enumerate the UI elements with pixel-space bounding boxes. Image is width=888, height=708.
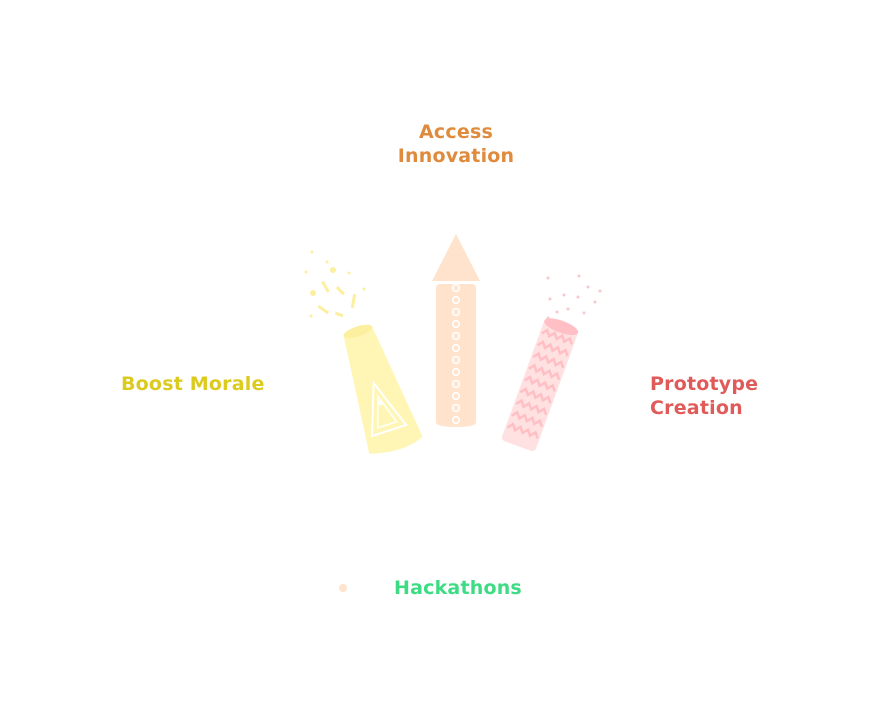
label-access-innovation: Access Innovation: [388, 120, 524, 168]
zigzag-line: [528, 363, 561, 381]
pink-zigzag-firework: [501, 318, 579, 452]
rocket-circle: [451, 367, 461, 377]
label-hackathons: Hackathons: [394, 576, 522, 600]
label-line: Innovation: [397, 145, 515, 167]
rocket-circle: [451, 355, 461, 365]
rocket-circle: [451, 283, 461, 293]
label-boost-morale: Boost Morale: [121, 372, 265, 396]
rocket-circle: [451, 379, 461, 389]
peach-rocket: [432, 234, 480, 427]
yellow-sparks: [304, 250, 366, 318]
rocket-circle: [451, 319, 461, 329]
zigzag-line: [515, 398, 548, 416]
rocket-circle: [451, 331, 461, 341]
rocket-circle: [451, 415, 461, 425]
rocket-circle: [451, 307, 461, 317]
rocket-circles: [451, 283, 461, 425]
zigzag-line: [532, 351, 565, 369]
pink-dots: [546, 274, 602, 320]
rocket-circle: [451, 403, 461, 413]
zigzag-line: [519, 387, 552, 404]
zigzag-line: [523, 375, 556, 392]
label-prototype-creation: Prototype Creation: [650, 372, 758, 420]
label-line: Boost Morale: [121, 373, 265, 395]
yellow-cone-firework: [343, 324, 423, 454]
zigzag-line: [511, 410, 544, 428]
rocket-circle: [451, 391, 461, 401]
label-line: Access: [419, 121, 493, 143]
label-line: Creation: [650, 397, 743, 419]
rocket-circle: [451, 343, 461, 353]
small-dot: [339, 584, 347, 592]
zigzag-line: [536, 340, 569, 357]
rocket-circle: [451, 295, 461, 305]
zigzag-line: [506, 422, 539, 439]
zigzag-line: [541, 328, 573, 345]
label-line: Prototype: [650, 373, 759, 395]
label-line: Hackathons: [394, 577, 522, 599]
